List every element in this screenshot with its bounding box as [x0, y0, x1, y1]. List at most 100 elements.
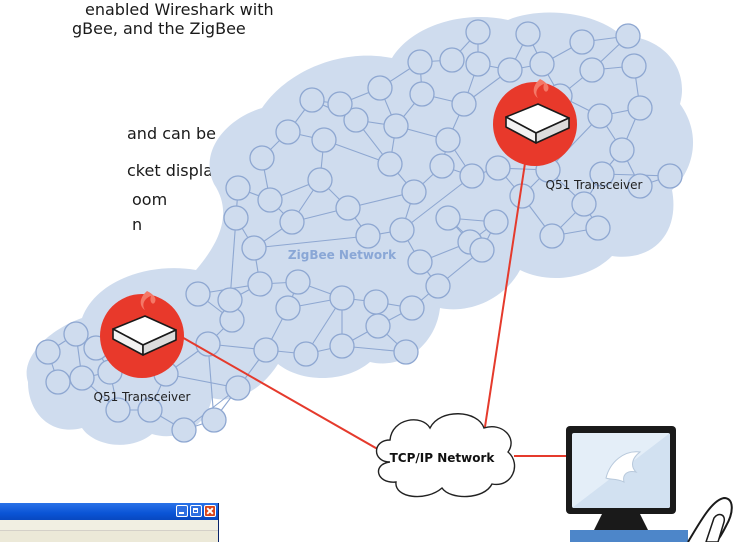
mesh-node: [615, 23, 641, 49]
mesh-node: [465, 19, 491, 45]
transceiver-left-label: Q51 Transceiver: [94, 390, 191, 404]
wan-links: [179, 149, 566, 457]
mesh-node: [485, 155, 511, 181]
mesh-node: [571, 191, 597, 217]
mesh-node: [293, 341, 319, 367]
paragraph-line: cket display: [127, 161, 223, 180]
mesh-node: [459, 163, 485, 189]
mesh-node: [383, 113, 409, 139]
mesh-node: [363, 289, 389, 315]
mesh-link: [253, 235, 369, 249]
mesh-node: [587, 103, 613, 129]
mesh-node: [399, 295, 425, 321]
window-menu-bar: [0, 520, 218, 531]
mesh-node: [223, 205, 249, 231]
mesh-node: [299, 87, 325, 113]
computer-workstation-icon[interactable]: [566, 426, 733, 542]
mesh-node: [285, 269, 311, 295]
mesh-node: [407, 249, 433, 275]
mesh-node: [657, 163, 683, 189]
monitor-stand: [594, 514, 648, 530]
mesh-node: [621, 53, 647, 79]
mesh-node: [589, 161, 615, 187]
mesh-node: [329, 285, 355, 311]
keyboard: [570, 530, 688, 542]
mesh-node: [105, 397, 131, 423]
mesh-node: [257, 187, 283, 213]
mesh-node: [225, 375, 251, 401]
mesh-node: [529, 51, 555, 77]
mesh-node: [249, 145, 275, 171]
mesh-node: [311, 127, 337, 153]
paragraph-line: enabled Wireshark with: [85, 0, 274, 19]
mesh-node: [137, 397, 163, 423]
mesh-node: [367, 75, 393, 101]
link-left-transceiver-to-tcpip: [179, 335, 389, 456]
transceiver-top-label: Q51 Transceiver: [546, 178, 643, 192]
window-title-bar[interactable]: [0, 503, 218, 520]
mesh-node: [35, 339, 61, 365]
mesh-node: [435, 205, 461, 231]
maximize-icon[interactable]: [190, 505, 202, 517]
mouse-icon[interactable]: [705, 513, 726, 542]
paragraph-line: gBee, and the ZigBee: [72, 19, 246, 38]
zigbee-network-label: ZigBee Network: [288, 248, 397, 262]
mesh-link: [229, 217, 237, 301]
link-top-transceiver-to-tcpip: [482, 149, 528, 441]
mesh-node: [401, 179, 427, 205]
mesh-node: [69, 365, 95, 391]
mesh-node: [627, 173, 653, 199]
paragraph-line: and can be: [127, 124, 217, 143]
mesh-node: [45, 369, 71, 395]
mesh-node: [409, 81, 435, 107]
mesh-node: [515, 21, 541, 47]
shark-logo-icon: [605, 451, 642, 483]
mesh-node: [279, 209, 305, 235]
mesh-node: [195, 331, 221, 357]
minimize-icon[interactable]: [176, 505, 188, 517]
mesh-node: [435, 127, 461, 153]
mesh-node: [569, 29, 595, 55]
mesh-node: [217, 287, 243, 313]
mesh-node: [497, 57, 523, 83]
mesh-node: [171, 417, 197, 443]
mesh-node: [407, 49, 433, 75]
mesh-node: [63, 321, 89, 347]
mesh-node: [241, 235, 267, 261]
mesh-node: [275, 119, 301, 145]
transceiver-top[interactable]: Q51 Transceiver: [493, 79, 643, 192]
mesh-node: [225, 175, 251, 201]
network-cloud-icon: [375, 413, 516, 498]
mesh-node: [393, 339, 419, 365]
mesh-node: [343, 107, 369, 133]
mesh-node: [201, 407, 227, 433]
mesh-node: [327, 91, 353, 117]
transceiver-device-icon: [112, 291, 177, 356]
mesh-node: [329, 333, 355, 359]
transceiver-device-icon: [505, 79, 570, 144]
mesh-node: [539, 223, 565, 249]
mesh-link: [401, 175, 473, 231]
mesh-node: [585, 215, 611, 241]
tcpip-network-cloud[interactable]: TCP/IP Network: [375, 413, 516, 498]
application-window[interactable]: [0, 503, 219, 542]
mesh-node: [355, 223, 381, 249]
tcpip-network-label: TCP/IP Network: [390, 451, 496, 465]
mesh-node: [609, 137, 635, 163]
mesh-node: [451, 91, 477, 117]
mesh-node: [185, 281, 211, 307]
mesh-node: [275, 295, 301, 321]
paragraph-line: n: [132, 215, 143, 234]
paragraph-line: oom: [132, 190, 168, 209]
mesh-node: [439, 47, 465, 73]
transceiver-left[interactable]: Q51 Transceiver: [94, 291, 191, 404]
mesh-node: [307, 167, 333, 193]
close-icon[interactable]: [204, 505, 216, 517]
mesh-node: [247, 271, 273, 297]
mesh-node: [377, 151, 403, 177]
mesh-node: [429, 153, 455, 179]
mesh-node: [483, 209, 509, 235]
mesh-node: [253, 337, 279, 363]
mesh-node: [465, 51, 491, 77]
mesh-node: [389, 217, 415, 243]
